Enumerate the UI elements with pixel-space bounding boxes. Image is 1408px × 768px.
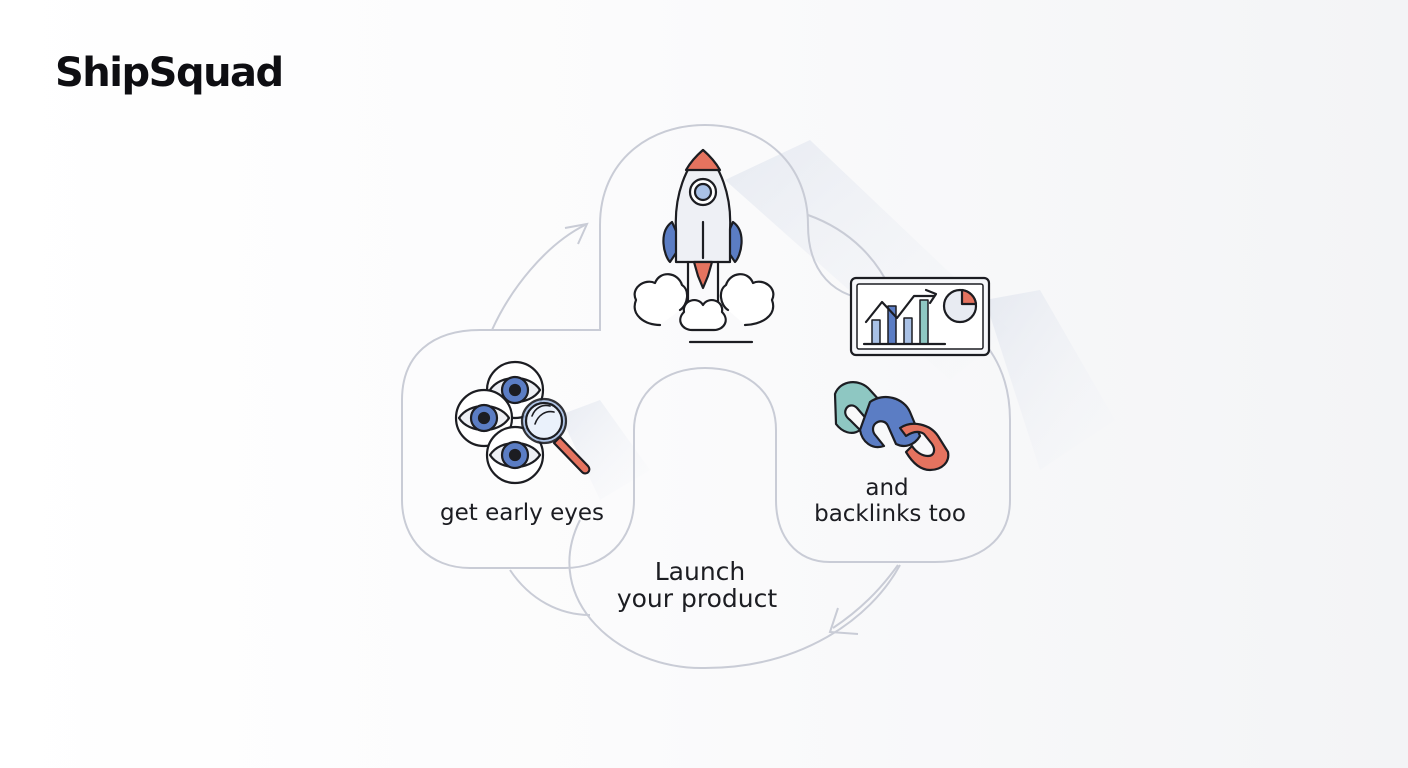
cycle-arc-bottom-left <box>509 569 591 616</box>
center-label-line2: your product <box>617 584 778 613</box>
cycle-outline <box>568 519 901 670</box>
center-node-shape <box>401 123 1011 569</box>
rocket-icon <box>633 148 775 344</box>
brand-logo: ShipSquad <box>55 50 284 96</box>
cycle-arc-bottom-right <box>832 564 899 629</box>
right-label-line1: and <box>865 475 908 501</box>
right-label-line2: backlinks too <box>814 501 966 527</box>
left-node-label: get early eyes <box>440 500 604 526</box>
chain-link-icon <box>833 381 950 472</box>
analytics-board-icon <box>849 276 991 357</box>
cycle-arrowhead-left <box>564 222 589 245</box>
center-label-line1: Launch <box>655 557 746 586</box>
eyes-magnifier-icon <box>454 360 591 485</box>
cycle-arc-left <box>491 224 586 331</box>
cycle-arrowhead-bottom <box>828 607 859 635</box>
